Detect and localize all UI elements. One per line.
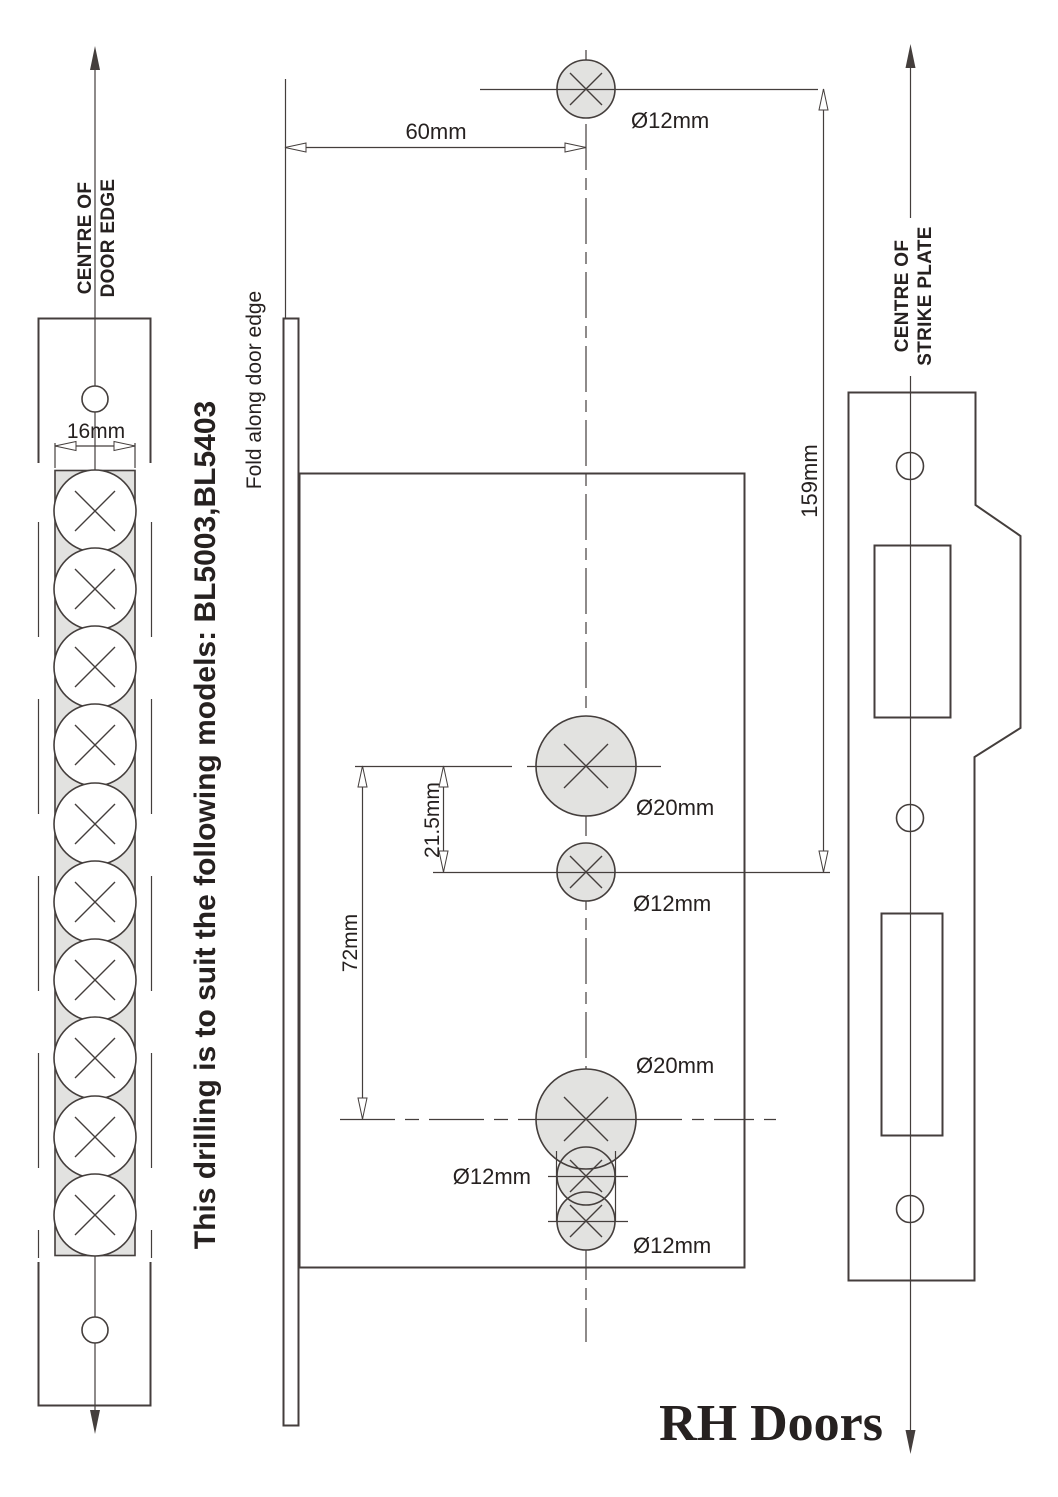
drill-hole	[53, 547, 137, 631]
drill-hole	[53, 782, 137, 866]
arrow-right-icon	[113, 440, 136, 452]
centre-of-door-edge-label-line2: DOOR EDGE	[98, 179, 119, 298]
drill-hole	[53, 1016, 137, 1100]
strike-plate: CENTRE OF STRIKE PLATE	[847, 44, 1022, 1454]
arrow-up-icon	[90, 46, 100, 70]
screw-hole	[81, 385, 109, 413]
door-edge-template: CENTRE OF DOOR EDGE 16mm	[37, 46, 153, 1434]
bolt-cutout	[880, 912, 944, 1137]
upper-hole-dia-label: Ø20mm	[636, 795, 714, 820]
drill-holes-column	[53, 469, 137, 1257]
drill-hole	[53, 703, 137, 787]
handle-gap-dim-label: 72mm	[339, 914, 362, 972]
dim-72mm: 72mm	[339, 765, 368, 1120]
drill-hole	[53, 625, 137, 709]
dim-60mm: 60mm	[284, 119, 587, 153]
latch-cutout	[873, 544, 952, 719]
handing-label: RH Doors	[659, 1395, 883, 1452]
strike-plate-outline	[847, 391, 1022, 1282]
cylinder-gap-dim-label: 21.5mm	[421, 782, 444, 858]
top-hole	[480, 59, 818, 119]
height-dim-label: 159mm	[797, 444, 822, 517]
width-dimension-label: 16mm	[67, 420, 125, 443]
dim-159mm: 159mm	[797, 88, 829, 873]
arrow-down-icon	[90, 1410, 100, 1434]
drill-hole	[53, 469, 137, 553]
backset-dim-label: 60mm	[405, 119, 466, 144]
drill-hole	[53, 938, 137, 1022]
models-note: This drilling is to suit the following m…	[189, 401, 222, 1249]
face-template: Ø12mm 60mm 159mm Ø20mm Ø1	[284, 50, 830, 1342]
arrow-left-icon	[54, 440, 77, 452]
label-backing	[888, 218, 934, 376]
top-hole-dia-label: Ø12mm	[631, 108, 709, 133]
screw-hole	[81, 1316, 109, 1344]
arrow-down-icon	[905, 1430, 916, 1454]
door-edge-bottom-plate	[37, 1262, 152, 1407]
centre-of-door-edge-label-line1: CENTRE OF	[75, 182, 96, 294]
centre-of-strike-label-line2: STRIKE PLATE	[915, 226, 936, 365]
lower-hole-dia-label: Ø20mm	[636, 1053, 714, 1078]
face-template-outline	[298, 472, 746, 1269]
upper-hole-20mm	[355, 715, 661, 817]
dim-21-5mm: 21.5mm	[421, 765, 449, 873]
door-edge-top-plate	[37, 317, 152, 463]
lower-hole-group	[340, 1068, 783, 1251]
slot-hole-dia-label-left: Ø12mm	[453, 1164, 531, 1189]
fold-tab	[282, 317, 300, 1427]
fold-strip: Fold along door edge	[243, 79, 300, 1427]
centre-of-strike-label-line1: CENTRE OF	[892, 240, 913, 352]
drill-hole	[53, 1173, 137, 1257]
drill-hole	[53, 860, 137, 944]
mid-hole-12mm	[433, 842, 830, 902]
drill-hole	[53, 1095, 137, 1179]
mid-hole-dia-label: Ø12mm	[633, 891, 711, 916]
fold-label: Fold along door edge	[243, 291, 266, 490]
arrow-up-icon	[905, 44, 916, 68]
slot-hole-dia-label-bottom: Ø12mm	[633, 1233, 711, 1258]
